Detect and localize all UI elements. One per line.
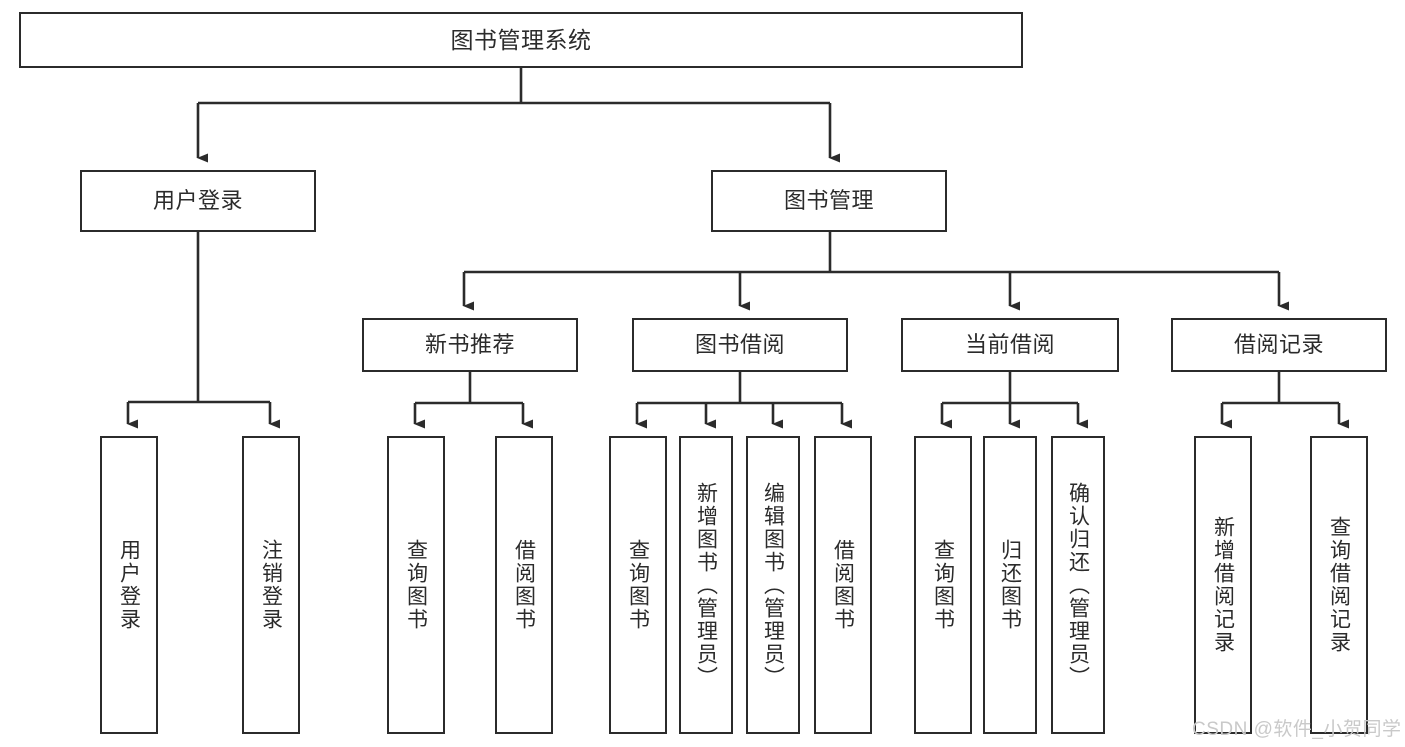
- node-book-management[interactable]: 图书管理: [711, 170, 947, 232]
- node-label: 新增图书（管理员）: [694, 481, 718, 689]
- node-label: 借阅图书: [512, 539, 536, 631]
- node-label: 借阅图书: [831, 539, 855, 631]
- node-new-book-recommend[interactable]: 新书推荐: [362, 318, 578, 372]
- leaf-user-login[interactable]: 用户登录: [100, 436, 158, 734]
- node-book-borrow[interactable]: 图书借阅: [632, 318, 848, 372]
- node-current-borrow[interactable]: 当前借阅: [901, 318, 1119, 372]
- leaf-query-book-recommend[interactable]: 查询图书: [387, 436, 445, 734]
- node-label: 归还图书: [998, 539, 1022, 631]
- node-label: 查询图书: [626, 539, 650, 631]
- node-label: 用户登录: [152, 188, 243, 214]
- node-label: 用户登录: [117, 539, 141, 631]
- csdn-watermark: CSDN @软件_小贺同学: [1192, 719, 1402, 740]
- node-label: 当前借阅: [964, 332, 1055, 358]
- node-label: 查询图书: [404, 539, 428, 631]
- leaf-edit-book-admin[interactable]: 编辑图书（管理员）: [746, 436, 800, 734]
- leaf-return-book[interactable]: 归还图书: [983, 436, 1037, 734]
- leaf-add-book-admin[interactable]: 新增图书（管理员）: [679, 436, 733, 734]
- leaf-borrow-book-recommend[interactable]: 借阅图书: [495, 436, 553, 734]
- node-label: 新书推荐: [424, 332, 515, 358]
- node-label: 查询借阅记录: [1327, 516, 1351, 654]
- node-label: 编辑图书（管理员）: [761, 481, 785, 689]
- node-label: 确认归还（管理员）: [1066, 481, 1090, 689]
- node-label: 图书借阅: [694, 332, 785, 358]
- leaf-query-borrow-record[interactable]: 查询借阅记录: [1310, 436, 1368, 734]
- node-label: 图书管理系统: [450, 26, 592, 53]
- leaf-query-book-borrow[interactable]: 查询图书: [609, 436, 667, 734]
- node-label: 新增借阅记录: [1211, 516, 1235, 654]
- leaf-logout[interactable]: 注销登录: [242, 436, 300, 734]
- leaf-query-book-current[interactable]: 查询图书: [914, 436, 972, 734]
- node-label: 查询图书: [931, 539, 955, 631]
- leaf-add-borrow-record[interactable]: 新增借阅记录: [1194, 436, 1252, 734]
- node-label: 图书管理: [783, 188, 874, 214]
- node-label: 注销登录: [259, 539, 283, 631]
- node-root-system[interactable]: 图书管理系统: [19, 12, 1023, 68]
- leaf-borrow-book[interactable]: 借阅图书: [814, 436, 872, 734]
- node-borrow-record[interactable]: 借阅记录: [1171, 318, 1387, 372]
- node-user-login[interactable]: 用户登录: [80, 170, 316, 232]
- leaf-confirm-return-admin[interactable]: 确认归还（管理员）: [1051, 436, 1105, 734]
- node-label: 借阅记录: [1233, 332, 1324, 358]
